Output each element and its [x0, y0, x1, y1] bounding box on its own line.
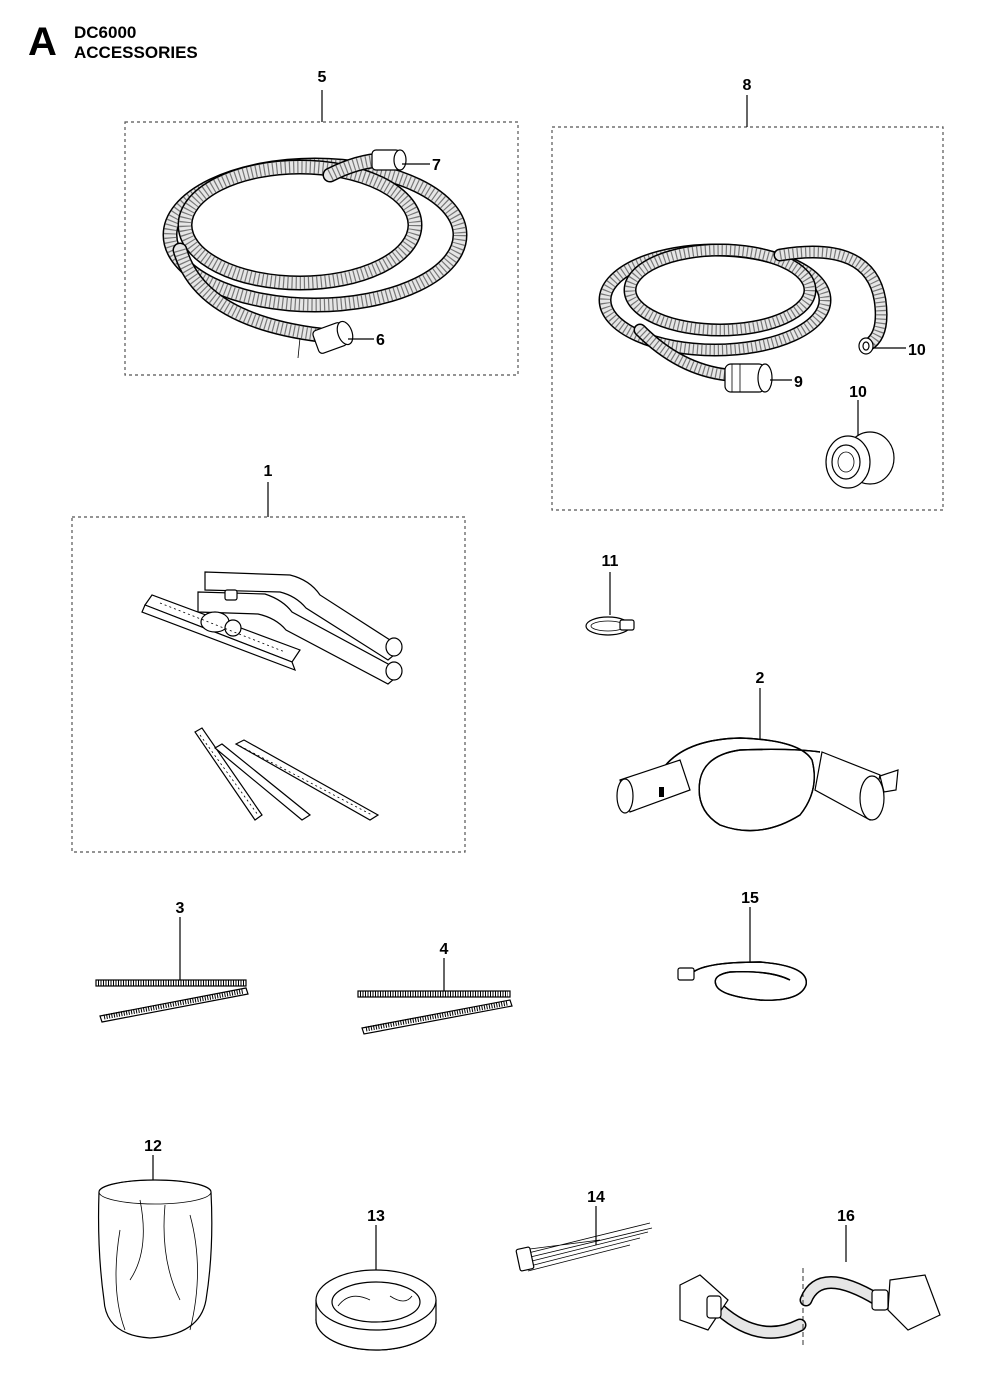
cable-plug-male — [616, 759, 691, 814]
kit-8-frame — [551, 126, 944, 511]
callout-2: 2 — [756, 670, 765, 687]
kit-1-floor-tool: 1 — [71, 463, 466, 853]
hose-coil-8 — [598, 243, 888, 382]
callout-12: 12 — [144, 1138, 162, 1155]
callout-7: 7 — [432, 157, 441, 174]
hose-end-fitting-6 — [297, 320, 354, 359]
callout-1: 1 — [264, 463, 273, 480]
kit-5-hose-assembly: 5 — [124, 69, 519, 376]
callout-4: 4 — [440, 941, 449, 958]
kit-5-frame — [124, 121, 519, 376]
callout-13: 13 — [367, 1208, 385, 1225]
section-letter: A — [28, 20, 57, 64]
part-3-squeegee-strips: 3 — [95, 900, 249, 1023]
part-11-hose-clamp: 11 — [585, 553, 635, 636]
callout-6: 6 — [376, 332, 385, 349]
part-2-extension-cable: 2 — [616, 670, 899, 832]
kit-8-hose-assembly: 8 — [551, 77, 944, 511]
part-14-cable-ties: 14 — [515, 1189, 653, 1272]
floor-nozzle — [141, 589, 301, 672]
kit-1-frame — [71, 516, 466, 853]
adapter-cuff-10 — [825, 431, 895, 489]
callout-16: 16 — [837, 1208, 855, 1225]
extension-tubes — [197, 571, 403, 685]
callout-10a: 10 — [908, 342, 926, 359]
hose-end-fitting-7 — [371, 149, 407, 171]
part-12-filter-bag: 12 — [97, 1138, 213, 1339]
connector-left — [679, 1274, 729, 1331]
part-13-tape-roll: 13 — [315, 1208, 437, 1351]
part-16-connector-hose: 16 — [679, 1208, 941, 1348]
callout-9: 9 — [794, 374, 803, 391]
connector-right — [871, 1274, 941, 1331]
section-title: ACCESSORIES — [74, 43, 198, 62]
callout-15: 15 — [741, 890, 759, 907]
callout-10b: 10 — [849, 384, 867, 401]
callout-11: 11 — [602, 553, 619, 570]
cable-socket-female — [814, 751, 899, 821]
hose-end-cuff-9 — [724, 363, 773, 393]
callout-3: 3 — [176, 900, 185, 917]
hose-coil-5 — [162, 152, 468, 343]
hose-end-cuff-10 — [858, 337, 874, 355]
model-number: DC6000 — [74, 23, 137, 42]
callout-14: 14 — [587, 1189, 605, 1206]
callout-5: 5 — [318, 69, 327, 86]
part-4-squeegee-strips: 4 — [357, 941, 513, 1035]
spare-squeegee-strips — [194, 727, 380, 821]
callout-8: 8 — [743, 77, 752, 94]
part-15-cord: 15 — [677, 890, 807, 1001]
